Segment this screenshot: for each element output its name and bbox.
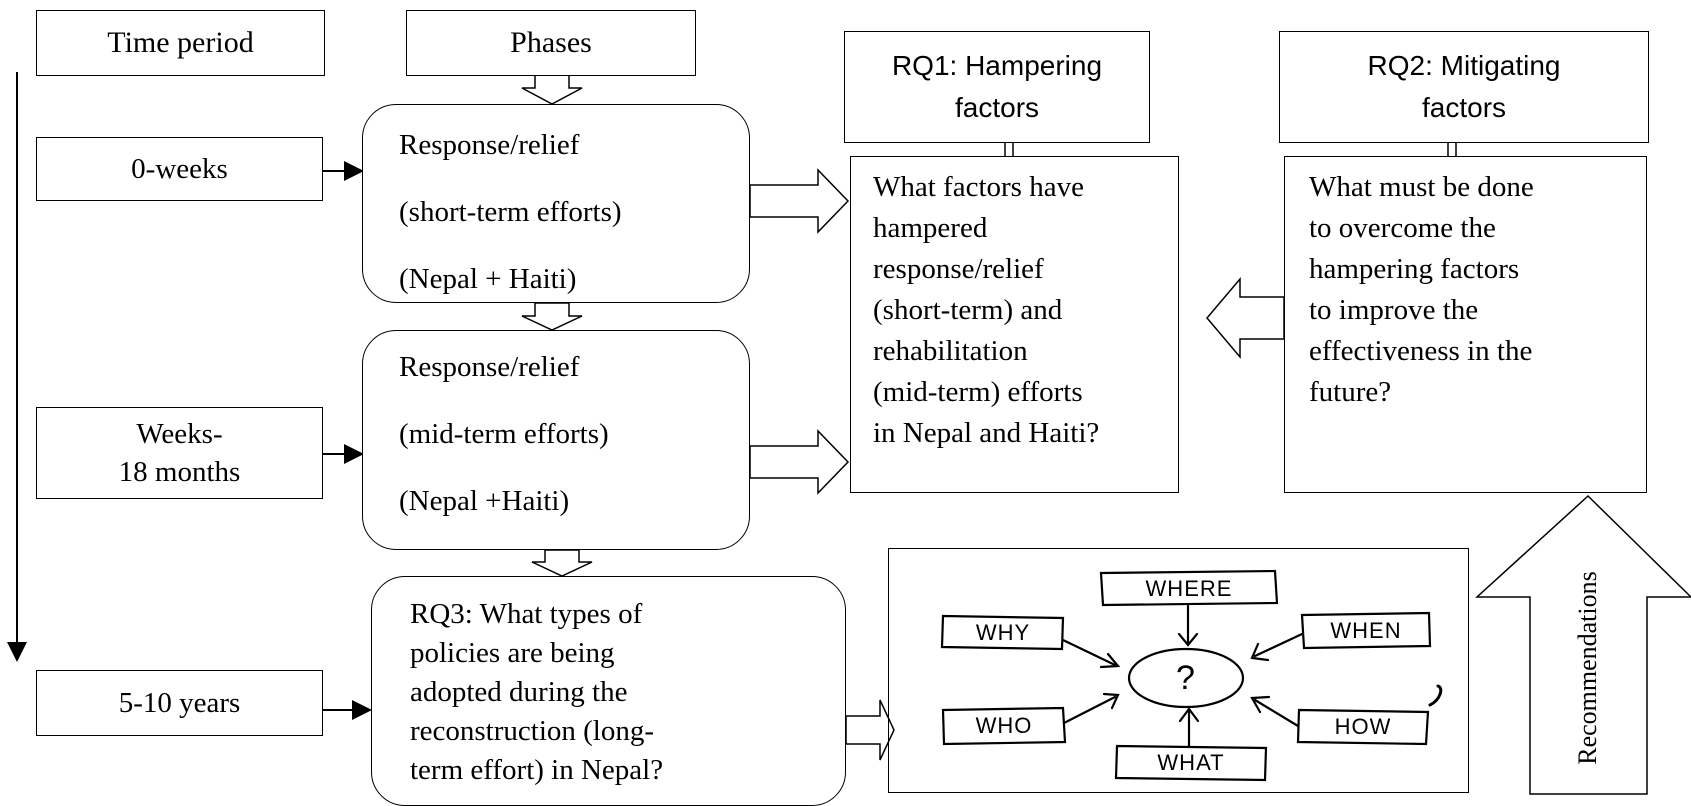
time-period-0-weeks-label: 0-weeks xyxy=(131,152,228,185)
header-rq2: RQ2: Mitigating factors xyxy=(1279,31,1649,143)
rq1-question-line-1: What factors have xyxy=(873,171,1084,203)
hollow-arrow-phase3-to-sketch xyxy=(845,699,895,761)
header-rq2-line-2: factors xyxy=(1421,92,1507,123)
header-rq2-line-1: RQ2: Mitigating xyxy=(1367,50,1561,81)
sketch-box-when xyxy=(1300,611,1432,650)
recommendations-arrow xyxy=(1475,494,1691,795)
header-time-period-label: Time period xyxy=(107,26,254,59)
phase-mid-term: Response/relief (mid-term efforts) (Nepa… xyxy=(362,330,750,550)
rq1-question-line-7: in Nepal and Haiti? xyxy=(873,417,1100,449)
recommendations-label: Recommendations xyxy=(1573,571,1602,765)
time-period-5-10-years-label: 5-10 years xyxy=(118,686,241,719)
hollow-arrow-phase2-to-phase3 xyxy=(531,549,593,577)
connector-rq2-header xyxy=(1447,143,1457,156)
five-w-sketch-frame xyxy=(888,548,1469,793)
rq1-question: What factors have hampered response/reli… xyxy=(850,156,1179,493)
phase-rq3-line-5: term effort) in Nepal? xyxy=(410,754,664,786)
header-phases-label: Phases xyxy=(510,26,592,59)
sketch-label-who: WHO xyxy=(975,713,1033,738)
rq2-question-line-6: future? xyxy=(1309,376,1392,408)
rq2-question-line-4: to improve the xyxy=(1309,294,1479,326)
sketch-arrow-where xyxy=(1177,604,1199,647)
phase-short-term-line-3: (Nepal + Haiti) xyxy=(399,263,577,295)
time-period-0-weeks: 0-weeks xyxy=(36,137,323,201)
sketch-box-what xyxy=(1114,744,1268,782)
sketch-label-when: WHEN xyxy=(1330,617,1402,643)
phase-short-term-line-1: Response/relief xyxy=(399,129,580,161)
rq2-question-line-2: to overcome the xyxy=(1309,212,1496,244)
rq1-question-line-2: hampered xyxy=(873,212,988,244)
sketch-label-where: WHERE xyxy=(1145,576,1233,601)
header-rq1-line-1: RQ1: Hampering xyxy=(891,50,1103,81)
phase-rq3-line-4: reconstruction (long- xyxy=(410,715,655,747)
sketch-box-where xyxy=(1099,569,1279,607)
header-rq1-line-2: factors xyxy=(954,92,1040,123)
sketch-label-why: WHY xyxy=(975,619,1031,645)
sketch-arrow-what xyxy=(1178,707,1200,748)
hollow-arrow-phase2-to-rq1 xyxy=(749,429,850,495)
rq1-question-line-3: response/relief xyxy=(873,253,1044,285)
header-phases: Phases xyxy=(406,10,696,76)
time-period-weeks-line-2: 18 months xyxy=(118,456,241,488)
sketch-question-circle xyxy=(1127,647,1245,709)
header-time-period: Time period xyxy=(36,10,325,76)
rq2-question: What must be done to overcome the hamper… xyxy=(1284,156,1647,493)
header-rq1: RQ1: Hampering factors xyxy=(844,31,1150,143)
sketch-label-center: ? xyxy=(1176,658,1196,697)
hollow-arrow-rq2-to-rq1 xyxy=(1206,276,1285,360)
phase-long-term-rq3: RQ3: What types of policies are being ad… xyxy=(371,576,846,806)
rq2-question-line-1: What must be done xyxy=(1309,171,1534,203)
sketch-box-who xyxy=(941,706,1067,746)
sketch-pen xyxy=(1428,684,1443,707)
sketch-arrow-when xyxy=(1250,632,1304,662)
phase-short-term-line-2: (short-term efforts) xyxy=(399,196,622,228)
hollow-arrow-phases-to-phase1 xyxy=(521,73,583,105)
time-period-weeks-18-months: Weeks- 18 months xyxy=(36,407,323,499)
rq1-question-line-6: (mid-term) efforts xyxy=(873,376,1083,408)
phase-mid-term-line-3: (Nepal +Haiti) xyxy=(399,485,570,517)
connector-rq1-header xyxy=(1004,143,1014,156)
hollow-arrow-phase1-to-rq1 xyxy=(749,168,850,234)
five-w-sketch xyxy=(940,569,1443,782)
rq1-question-line-4: (short-term) and xyxy=(873,294,1063,326)
sketch-arrow-how xyxy=(1250,695,1300,728)
rq2-question-line-3: hampering factors xyxy=(1309,253,1520,285)
time-period-weeks-line-1: Weeks- xyxy=(136,418,223,450)
phase-mid-term-line-1: Response/relief xyxy=(399,351,580,383)
sketch-arrow-why xyxy=(1061,638,1121,669)
sketch-label-how: HOW xyxy=(1334,714,1392,739)
phase-rq3-line-1: RQ3: What types of xyxy=(410,598,643,630)
hollow-arrow-phase1-to-phase2 xyxy=(521,302,583,331)
phase-mid-term-line-2: (mid-term efforts) xyxy=(399,418,609,450)
phase-rq3-line-3: adopted during the xyxy=(410,676,628,708)
sketch-box-why xyxy=(940,614,1065,651)
rq1-question-line-5: rehabilitation xyxy=(873,335,1028,367)
sketch-label-what: WHAT xyxy=(1157,750,1225,775)
sketch-box-how xyxy=(1296,708,1430,746)
rq2-question-line-5: effectiveness in the xyxy=(1309,335,1533,367)
sketch-arrow-who xyxy=(1062,692,1120,725)
phase-short-term: Response/relief (short-term efforts) (Ne… xyxy=(362,104,750,303)
phase-rq3-line-2: policies are being xyxy=(410,637,615,669)
time-period-5-10-years: 5-10 years xyxy=(36,670,323,736)
